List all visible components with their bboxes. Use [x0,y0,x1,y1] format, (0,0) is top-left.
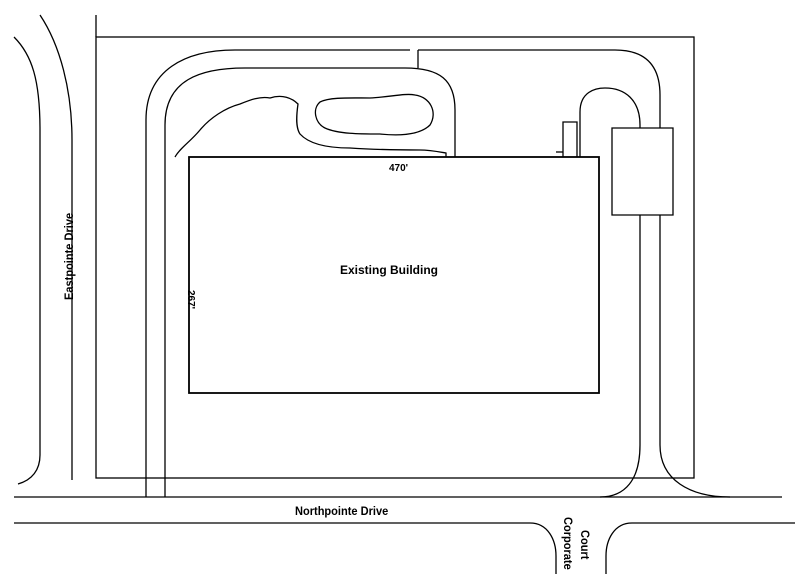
driveway-east-inner [599,215,641,498]
existing-building [188,156,600,394]
pond [314,93,434,136]
northpointe-drive-south-edge-west [14,522,557,574]
northpointe-drive-label: Northpointe Drive [295,504,389,518]
northpointe-drive-south-edge-east [605,522,795,574]
entry-vestibule [562,121,578,157]
eastpointe-drive-east-edge [39,14,73,480]
building-label: Existing Building [340,263,438,277]
eastpointe-drive-west-edge [13,36,41,485]
entry-canopy [611,127,674,216]
corporate-court-label-line2: Court [578,530,592,560]
garden-outline [174,95,447,158]
building-depth-dimension: 267' [185,290,196,310]
building-width-dimension: 470' [389,163,409,174]
corporate-court-label-line1: Corporate [561,517,575,570]
driveway-east-outer [659,215,731,498]
driveway-north-outer [418,49,661,128]
driveway-west-inner [164,67,456,497]
eastpointe-drive-label: Eastpointe Drive [62,212,76,300]
property-boundary [95,36,695,479]
driveway-west-outer [145,49,410,497]
drop-off-loop [579,87,641,157]
